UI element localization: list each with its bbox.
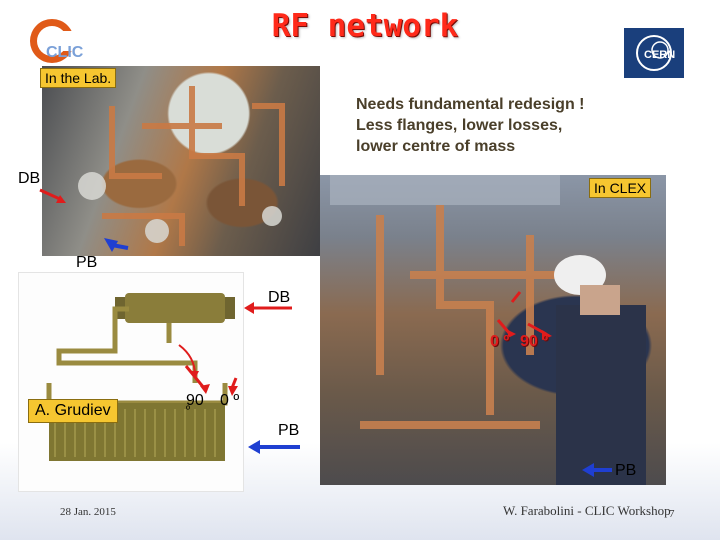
db-arrow-lab bbox=[39, 188, 66, 203]
phase-0-diagram: 0 º bbox=[220, 392, 240, 409]
pb-arrow-diagram bbox=[248, 440, 300, 454]
author-label: A. Grudiev bbox=[28, 399, 118, 423]
footer-workshop: W. Farabolini - CLIC Workshop bbox=[503, 503, 671, 518]
pb-label-lab: PB bbox=[76, 254, 98, 271]
clic-logo-text: CLIC bbox=[46, 44, 84, 61]
cern-logo: CERN bbox=[624, 28, 684, 78]
redesign-line-3: lower centre of mass bbox=[356, 138, 516, 155]
db-label-diagram: DB bbox=[268, 289, 291, 306]
in-the-lab-label: In the Lab. bbox=[40, 68, 117, 88]
db-arrow-diagram bbox=[244, 302, 292, 314]
pb-arrow-lab bbox=[104, 238, 129, 252]
phase-0-clex: 0 º bbox=[490, 333, 510, 350]
phase-arrows-clex bbox=[496, 291, 552, 340]
db-label-lab: DB bbox=[18, 170, 41, 187]
redesign-line-1: Needs fundamental redesign ! bbox=[356, 96, 585, 113]
pb-label-diagram: PB bbox=[278, 422, 300, 439]
slide-title: RF network bbox=[271, 8, 459, 44]
rf-network-diagram bbox=[18, 272, 244, 492]
in-clex-label: In CLEX bbox=[589, 178, 652, 198]
clic-logo: CLIC bbox=[22, 11, 108, 69]
footer-date: 28 Jan. 2015 bbox=[60, 506, 116, 518]
phase-90-degree: º bbox=[186, 404, 191, 416]
page-number: 7 bbox=[669, 508, 675, 520]
pb-arrow-clex bbox=[582, 463, 612, 477]
cern-logo-text: CERN bbox=[644, 49, 675, 61]
clex-rf-network-photo bbox=[320, 175, 666, 485]
lab-rf-network-photo bbox=[42, 66, 320, 256]
redesign-note: Needs fundamental redesign ! Less flange… bbox=[356, 94, 646, 157]
phase-arrows-diagram bbox=[184, 365, 238, 396]
pb-label-clex: PB bbox=[615, 462, 637, 479]
redesign-line-2: Less flanges, lower losses, bbox=[356, 117, 563, 134]
phase-90-clex: 90 º bbox=[520, 333, 549, 350]
phase-90-diagram: 90 bbox=[186, 392, 204, 409]
